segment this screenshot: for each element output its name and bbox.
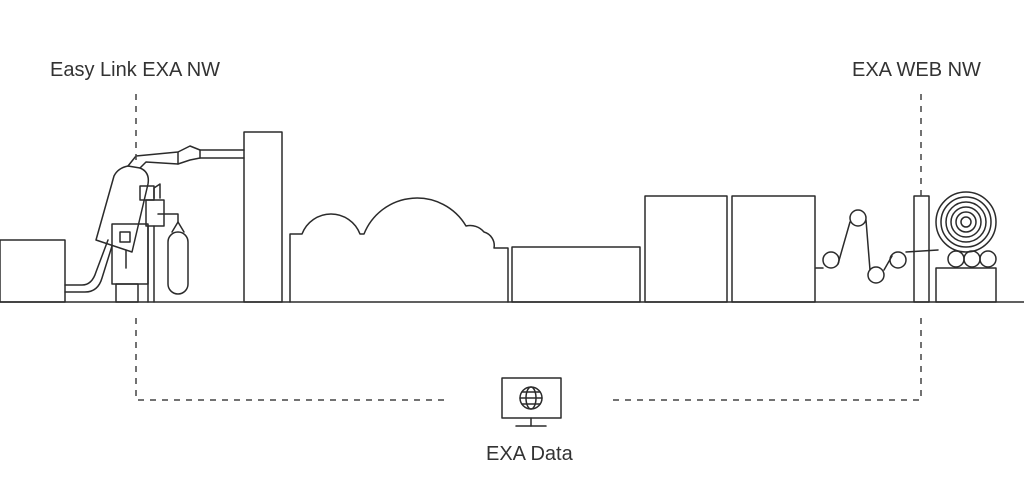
machine-left-box [0, 239, 66, 303]
connector-left-bottom [135, 318, 446, 401]
exa-data-label: EXA Data [486, 443, 573, 465]
tall-box-1 [644, 195, 728, 303]
monitor-globe-icon [501, 377, 562, 427]
winder-machine [935, 191, 997, 303]
roller-section [815, 209, 939, 284]
extruder-machine [64, 145, 245, 303]
exa-web-label: EXA WEB NW [852, 59, 981, 81]
winder-post [913, 195, 930, 303]
connector-right-bottom [610, 318, 922, 401]
tall-column [243, 131, 283, 303]
tall-box-2 [731, 195, 816, 303]
easy-link-label: Easy Link EXA NW [50, 59, 221, 81]
cloud-dryer-unit [289, 197, 509, 303]
low-box [511, 246, 641, 303]
